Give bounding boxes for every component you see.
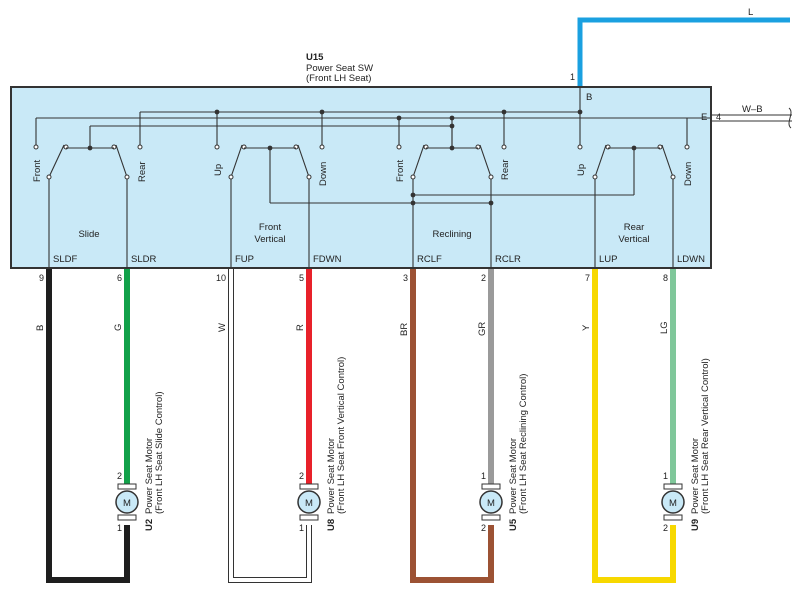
motor-u9-sub: (Front LH Seat Rear Vertical Control) bbox=[700, 358, 711, 514]
pin-4-number: 4 bbox=[716, 112, 721, 122]
terminal-sldf: SLDF bbox=[53, 254, 77, 265]
motor-u8-sub: (Front LH Seat Front Vertical Control) bbox=[336, 357, 347, 514]
wire-l-label: L bbox=[748, 7, 753, 18]
motor-u2-pin-bottom: 1 bbox=[117, 523, 122, 533]
motor-u2-pin-top: 2 bbox=[117, 471, 122, 481]
e-bus bbox=[35, 115, 712, 148]
wire-sldf-black bbox=[46, 269, 130, 583]
wire-wb-label: W–B bbox=[742, 104, 763, 115]
pin-rclf-number: 3 bbox=[403, 273, 408, 283]
wire-code-lg: LG bbox=[659, 321, 670, 334]
motor-u9-pin-bottom: 2 bbox=[663, 523, 668, 533]
motor-u8: M bbox=[297, 483, 321, 521]
wire-code-br: BR bbox=[399, 323, 410, 336]
pin-ldwn-number: 8 bbox=[663, 273, 668, 283]
terminal-sldr: SLDR bbox=[131, 254, 156, 265]
switch-location: (Front LH Seat) bbox=[306, 73, 371, 84]
motor-u2-sub: (Front LH Seat Slide Control) bbox=[154, 392, 165, 515]
motor-u8-pin-bottom: 1 bbox=[299, 523, 304, 533]
motor-u2-symbol: M bbox=[123, 498, 131, 509]
motor-u5-symbol: M bbox=[487, 498, 495, 509]
motor-u9-id: U9 bbox=[690, 519, 701, 531]
wire-fup-white-inner bbox=[229, 269, 311, 582]
motor-u9-title: Power Seat Motor bbox=[690, 438, 701, 514]
sw3-front-label: Front bbox=[395, 159, 406, 182]
motor-u9-pin-top: 1 bbox=[663, 471, 668, 481]
wire-fup-white-outer bbox=[228, 269, 312, 583]
pin-lup-number: 7 bbox=[585, 273, 590, 283]
sw4-down-label: Down bbox=[683, 162, 694, 186]
motor-u5: M bbox=[479, 483, 503, 521]
wire-code-r: R bbox=[295, 324, 306, 331]
motor-u9: M bbox=[661, 483, 685, 521]
terminal-rclr: RCLR bbox=[495, 254, 521, 265]
switch-rear-vertical bbox=[410, 144, 690, 268]
pin-sldr-number: 6 bbox=[117, 273, 122, 283]
wire-code-y: Y bbox=[581, 324, 592, 331]
group-front-vertical-line1: Front bbox=[259, 222, 282, 233]
wire-wb-break bbox=[788, 107, 792, 129]
terminal-b-label: B bbox=[586, 92, 592, 103]
wire-code-g: G bbox=[113, 324, 124, 331]
pin-1-number: 1 bbox=[570, 72, 575, 82]
pin-fup-number: 10 bbox=[216, 273, 226, 283]
motor-u5-id: U5 bbox=[508, 518, 519, 531]
motor-u8-pin-top: 2 bbox=[299, 471, 304, 481]
group-front-vertical-line2: Vertical bbox=[254, 234, 285, 245]
pin-fdwn-number: 5 bbox=[299, 273, 304, 283]
sw2-down-label: Down bbox=[318, 162, 329, 186]
motor-u8-symbol: M bbox=[305, 498, 313, 509]
wire-code-gr: GR bbox=[477, 322, 488, 336]
motor-u5-title: Power Seat Motor bbox=[508, 438, 519, 514]
motor-u9-symbol: M bbox=[669, 498, 677, 509]
pin-rclr-number: 2 bbox=[481, 273, 486, 283]
wire-l bbox=[577, 17, 790, 87]
group-slide-label: Slide bbox=[78, 229, 99, 240]
group-rear-vertical-line2: Vertical bbox=[618, 234, 649, 245]
motor-u8-id: U8 bbox=[326, 519, 337, 531]
sw3-rear-label: Rear bbox=[500, 159, 511, 180]
sw1-front-label: Front bbox=[32, 159, 43, 182]
wire-code-w: W bbox=[217, 323, 228, 332]
switch-front-vertical bbox=[214, 144, 491, 268]
motor-u8-title: Power Seat Motor bbox=[326, 438, 337, 514]
switch-box bbox=[10, 86, 712, 269]
terminal-fdwn: FDWN bbox=[313, 254, 342, 265]
b-bus bbox=[139, 87, 583, 145]
switch-name: Power Seat SW bbox=[306, 63, 373, 74]
wire-code-b: B bbox=[35, 325, 46, 331]
terminal-fup: FUP bbox=[235, 254, 254, 265]
motor-u2-title: Power Seat Motor bbox=[144, 438, 155, 514]
motor-u2: M bbox=[115, 483, 139, 521]
group-reclining-label: Reclining bbox=[432, 229, 471, 240]
terminal-rclf: RCLF bbox=[417, 254, 442, 265]
sw2-up-label: Up bbox=[213, 164, 224, 176]
motor-u5-pin-top: 1 bbox=[481, 471, 486, 481]
wire-rclf-brown bbox=[410, 269, 494, 583]
motor-u5-pin-bottom: 2 bbox=[481, 523, 486, 533]
motor-u5-sub: (Front LH Seat Reclining Control) bbox=[518, 374, 529, 514]
terminal-ldwn: LDWN bbox=[677, 254, 705, 265]
group-rear-vertical-line1: Rear bbox=[624, 222, 645, 233]
switch-id: U15 bbox=[306, 52, 324, 63]
wire-lup-yellow bbox=[592, 269, 676, 583]
sw1-rear-label: Rear bbox=[137, 161, 148, 182]
pin-sldf-number: 9 bbox=[39, 273, 44, 283]
sw4-up-label: Up bbox=[576, 164, 587, 176]
switch-slide bbox=[33, 144, 143, 268]
motor-u2-id: U2 bbox=[144, 519, 155, 531]
terminal-lup: LUP bbox=[599, 254, 617, 265]
